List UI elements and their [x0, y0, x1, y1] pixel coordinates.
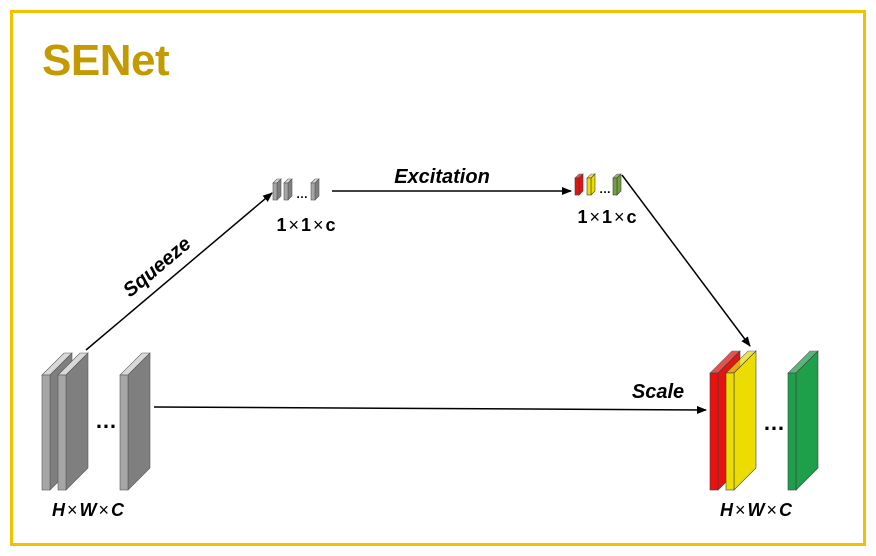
squeeze-dims-label: 1×1×c — [276, 215, 335, 235]
excitation-label: Excitation — [394, 166, 490, 188]
squeeze-slice-2 — [283, 178, 293, 201]
squeeze-vector: … — [272, 178, 320, 201]
diagram-frame — [10, 10, 866, 546]
input-dims-label: H×W×C — [52, 500, 125, 520]
output-slice-yellow — [725, 350, 757, 491]
excitation-slice-green — [612, 173, 622, 196]
input-feature-maps: … — [41, 352, 151, 491]
output-slice-green — [787, 350, 819, 491]
excitation-dims-label: 1×1×c — [577, 207, 636, 227]
output-dims-label: H×W×C — [720, 500, 793, 520]
diagram-title: SENet — [42, 36, 170, 85]
input-slice-3 — [119, 352, 151, 491]
output-feature-maps: … — [709, 350, 819, 491]
excitation-ellipsis: … — [599, 182, 611, 196]
input-slice-2 — [57, 352, 89, 491]
squeeze-slice-3 — [310, 178, 320, 201]
squeeze-ellipsis: … — [296, 187, 308, 201]
excitation-vector: … — [574, 173, 622, 196]
squeeze-slice-1 — [272, 178, 282, 201]
excitation-slice-yellow — [586, 173, 596, 196]
squeeze-arrow — [85, 192, 273, 351]
output-ellipsis: … — [763, 410, 785, 435]
scale-weights-arrow — [621, 174, 751, 347]
scale-arrow — [153, 405, 707, 414]
excitation-slice-red — [574, 173, 584, 196]
scale-label: Scale — [632, 381, 684, 403]
input-ellipsis: … — [95, 408, 117, 433]
